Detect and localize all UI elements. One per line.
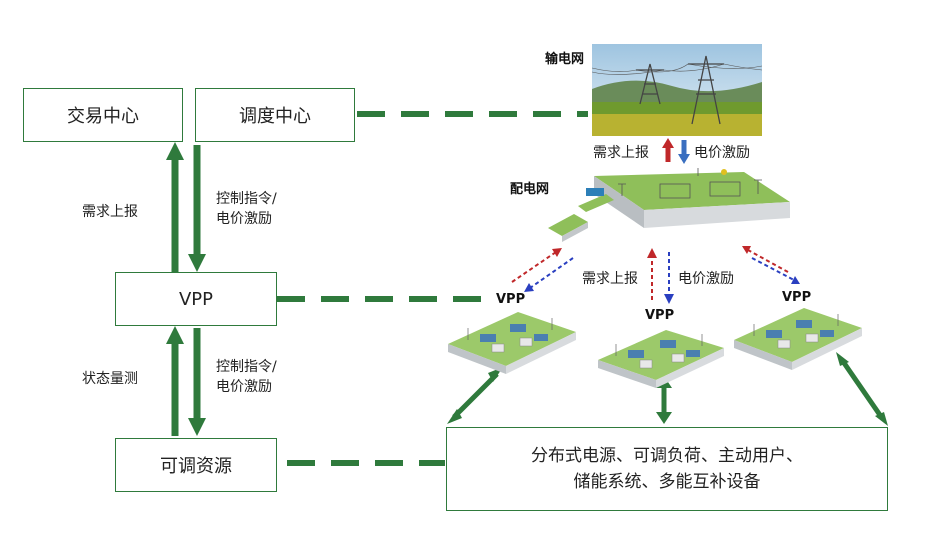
trading-center-box: 交易中心 xyxy=(23,88,183,142)
control-cmd-bottom-line-1: 控制指令/ xyxy=(216,359,277,375)
adjustable-resources-label: 可调资源 xyxy=(160,456,232,477)
vpp-cluster-left-image xyxy=(448,312,576,374)
adjustable-resources-box: 可调资源 xyxy=(115,438,277,492)
dispatch-center-label: 调度中心 xyxy=(239,106,311,127)
vpp-box: VPP xyxy=(115,272,277,326)
arrow-price-down-top xyxy=(678,140,690,164)
status-measure-label: 状态量测 xyxy=(82,371,138,387)
double-arrow-right-cluster xyxy=(836,352,888,426)
distribution-grid-image xyxy=(548,168,790,242)
arrow-dispatch-to-vpp xyxy=(188,145,206,272)
vpp-label-center-cluster: VPP xyxy=(645,308,675,323)
red-arrow-right-vpp xyxy=(742,246,789,273)
transmission-grid-image xyxy=(592,44,762,136)
control-cmd-top-line-2: 电价激励 xyxy=(216,211,272,227)
demand-report-label-mid: 需求上报 xyxy=(582,271,638,287)
blue-arrow-left-vpp xyxy=(524,257,574,292)
arrow-vpp-to-resources xyxy=(188,328,206,436)
vpp-cluster-center-image xyxy=(598,330,724,388)
vpp-label-left-cluster: VPP xyxy=(496,292,526,307)
control-cmd-top-line-1: 控制指令/ xyxy=(216,191,277,207)
distribution-grid-label: 配电网 xyxy=(510,182,550,197)
price-incentive-label-top: 电价激励 xyxy=(694,145,750,161)
double-arrow-left-cluster xyxy=(447,367,503,424)
blue-arrow-center-vpp xyxy=(664,252,674,304)
vpp-label: VPP xyxy=(178,288,214,310)
resource-types-line-2: 储能系统、多能互补设备 xyxy=(573,472,761,492)
control-cmd-bottom-line-2: 电价激励 xyxy=(216,379,272,395)
trading-center-label: 交易中心 xyxy=(67,106,139,127)
blue-arrow-right-vpp xyxy=(751,257,800,284)
resource-types-line-1: 分布式电源、可调负荷、主动用户、 xyxy=(531,446,803,466)
vpp-label-right-cluster: VPP xyxy=(782,290,812,305)
resource-types-box: 分布式电源、可调负荷、主动用户、 储能系统、多能互补设备 xyxy=(446,427,888,511)
dispatch-center-box: 调度中心 xyxy=(195,88,355,142)
arrow-demand-up-top xyxy=(662,138,674,162)
demand-report-label-top: 需求上报 xyxy=(593,145,649,161)
arrow-resources-to-vpp xyxy=(166,326,184,436)
arrow-vpp-to-trading xyxy=(166,142,184,272)
red-arrow-left-vpp xyxy=(511,248,562,283)
red-arrow-center-vpp xyxy=(647,248,657,300)
vpp-cluster-right-image xyxy=(734,308,862,370)
transmission-grid-label: 输电网 xyxy=(545,52,585,67)
price-incentive-label-mid: 电价激励 xyxy=(678,271,734,287)
demand-report-label-left: 需求上报 xyxy=(82,204,138,220)
